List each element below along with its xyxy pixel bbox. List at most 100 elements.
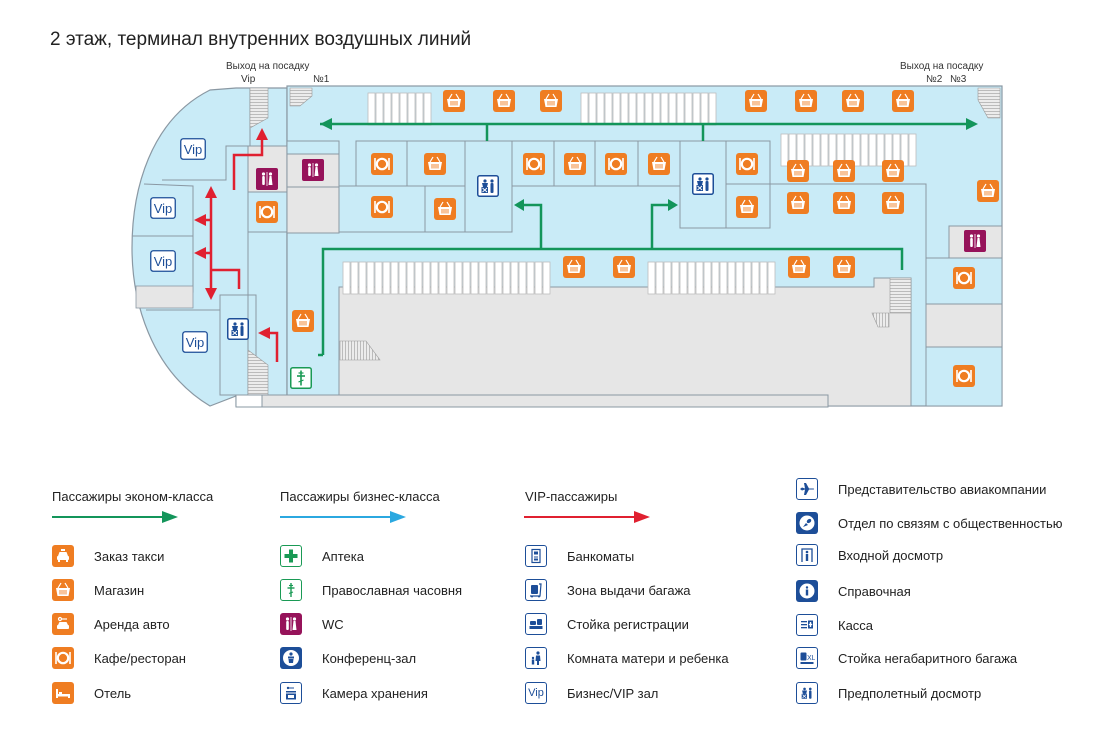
shop-icon xyxy=(832,159,856,183)
legend-item-check-in: Стойка регистрации xyxy=(525,612,689,636)
ticket-office-icon xyxy=(796,614,818,636)
legend-item-oversize-baggage: XL Стойка негабаритного багажа xyxy=(796,646,1017,670)
checkin-counters-top-middle xyxy=(580,92,717,126)
legend-label: Заказ такси xyxy=(94,548,165,564)
shop-icon xyxy=(612,255,636,279)
wc-icon xyxy=(963,229,987,253)
legend-label: Православная часовня xyxy=(322,582,463,598)
legend-item-entrance-screening: Входной досмотр xyxy=(796,543,943,567)
shop-icon xyxy=(433,197,457,221)
legend-label: Стойка регистрации xyxy=(567,616,689,632)
pre-flight-screening-icon xyxy=(477,175,499,197)
gate-2-label: №2 xyxy=(926,74,943,85)
shop-icon xyxy=(492,89,516,113)
legend-vip-arrow xyxy=(524,511,650,523)
legend-label: Магазин xyxy=(94,582,145,598)
legend-item-car-rental: Аренда авто xyxy=(52,612,170,636)
legend-item-chapel: Православная часовня xyxy=(280,578,462,602)
legend-label: Аптека xyxy=(322,548,364,564)
cafe-icon xyxy=(951,265,977,291)
xl-text: XL xyxy=(807,655,815,662)
vip-lounge-icon xyxy=(180,138,206,160)
legend-item-information: Справочная xyxy=(796,579,911,603)
legend-label: Представительство авиакомпании xyxy=(838,481,1047,497)
legend-item-baggage-claim: Зона выдачи багажа xyxy=(525,578,691,602)
shop-icon xyxy=(881,191,905,215)
atm-icon xyxy=(525,545,547,567)
pre-flight-screening-icon xyxy=(227,318,249,340)
shop-icon xyxy=(841,89,865,113)
shop-icon xyxy=(786,191,810,215)
legend-label: Зона выдачи багажа xyxy=(567,582,691,598)
airline-office-plane-icon xyxy=(796,478,818,500)
shop-icon xyxy=(423,152,447,176)
legend-vip-label: VIP-пассажиры xyxy=(525,489,618,504)
shop-icon xyxy=(442,89,466,113)
legend-label: Стойка негабаритного багажа xyxy=(838,650,1018,666)
legend-label: Предполетный досмотр xyxy=(838,685,982,701)
wc-icon xyxy=(301,158,325,182)
conference-hall-icon xyxy=(280,647,302,669)
shop-icon xyxy=(832,191,856,215)
legend-label: Входной досмотр xyxy=(838,547,944,563)
luggage-storage-icon xyxy=(280,682,302,704)
cafe-icon xyxy=(603,151,629,177)
shop-icon xyxy=(539,89,563,113)
vip-lounge-icon xyxy=(182,331,208,353)
legend-label: Отель xyxy=(94,685,132,701)
shop-icon xyxy=(786,159,810,183)
legend-business-arrow xyxy=(280,511,406,523)
legend-label: Комната матери и ребенка xyxy=(567,650,729,666)
legend-label: WC xyxy=(322,616,344,632)
orthodox-chapel-icon xyxy=(280,579,302,601)
vip-lounge-icon xyxy=(150,250,176,272)
shop-icon xyxy=(832,255,856,279)
vip-lounge-icon: Vip xyxy=(525,682,547,704)
information-icon xyxy=(796,580,818,602)
shop-icon xyxy=(562,255,586,279)
shop-icon xyxy=(891,89,915,113)
gate-heading-left: Выход на посадку xyxy=(226,61,310,72)
vip-route xyxy=(194,128,279,362)
taxi-icon xyxy=(52,545,74,567)
legend-item-vip-lounge: Vip Бизнес/VIP зал xyxy=(525,681,658,705)
page-title: 2 этаж, терминал внутренних воздушных ли… xyxy=(50,29,472,50)
gate-vip-label: Vip xyxy=(241,74,256,85)
legend-label: Конференц-зал xyxy=(322,650,417,666)
shop-icon xyxy=(744,89,768,113)
legend-item-mother-child: Комната матери и ребенка xyxy=(525,646,729,670)
legend-item-pharmacy: Аптека xyxy=(280,544,364,568)
oversize-baggage-icon: XL xyxy=(796,647,818,669)
legend-item-pr-dept: Отдел по связям с общественностью xyxy=(796,511,1063,535)
legend-label: Камера хранения xyxy=(322,685,428,701)
mother-child-room-icon xyxy=(525,647,547,669)
cafe-icon xyxy=(369,194,395,220)
legend-item-wc: WC xyxy=(280,612,344,636)
service-area-grey xyxy=(338,277,912,407)
car-rental-icon xyxy=(52,613,74,635)
shop-icon xyxy=(647,152,671,176)
shop-icon xyxy=(735,195,759,219)
vip-lounge-icon xyxy=(150,197,176,219)
gate-3-label: №3 xyxy=(950,74,967,85)
cafe-icon xyxy=(521,151,547,177)
cafe-icon xyxy=(369,151,395,177)
legend-item-ticket-office: Касса xyxy=(796,613,873,637)
wc-icon xyxy=(255,167,279,191)
legend-label: Аренда авто xyxy=(94,616,170,632)
shop-icon xyxy=(976,179,1000,203)
legend-label: Кафе/ресторан xyxy=(94,650,186,666)
legend-item-shop: Магазин xyxy=(52,578,144,602)
cafe-icon xyxy=(734,151,760,177)
shop-icon xyxy=(291,309,315,333)
pre-flight-screening-icon xyxy=(692,173,714,195)
legend-item-airline-office: Представительство авиакомпании xyxy=(796,477,1046,501)
hotel-bed-icon xyxy=(52,682,74,704)
legend-label: Отдел по связям с общественностью xyxy=(838,515,1063,531)
entrance-screening-icon xyxy=(796,544,818,566)
baggage-claim-icon xyxy=(525,579,547,601)
cafe-icon xyxy=(254,199,280,225)
pharmacy-cross-icon xyxy=(280,545,302,567)
legend-item-luggage-storage: Камера хранения xyxy=(280,681,428,705)
orthodox-chapel-icon xyxy=(289,366,313,390)
